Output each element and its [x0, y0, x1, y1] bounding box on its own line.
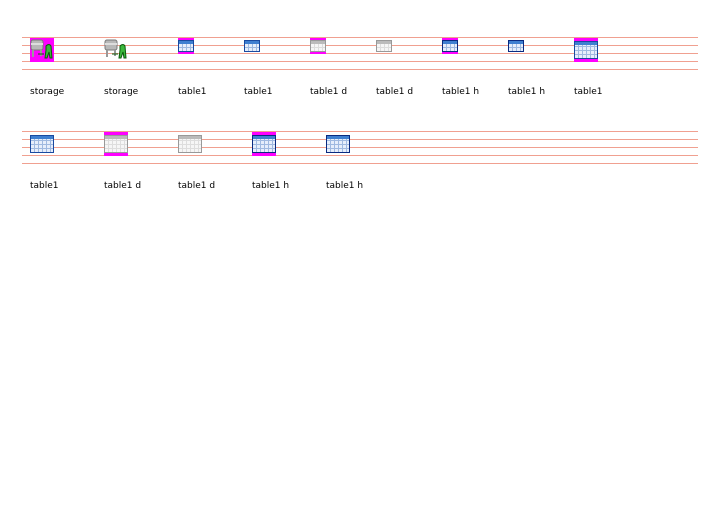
guide-line	[22, 45, 698, 46]
icon-label: table1 d	[178, 181, 216, 191]
icon-label: table1 d	[310, 87, 348, 97]
icon-label: table1 d	[376, 87, 414, 97]
table-icon	[244, 38, 260, 54]
icon-label: table1	[244, 87, 273, 97]
guide-line	[22, 131, 698, 132]
table-large-hot-icon	[252, 132, 276, 156]
icon-label: table1 h	[508, 87, 546, 97]
guide-line	[22, 53, 698, 54]
icon-label: table1 d	[104, 181, 142, 191]
icon-label: table1	[30, 181, 59, 191]
table-disabled-icon	[310, 38, 326, 54]
icon-label: storage	[104, 87, 139, 97]
icon-label: table1	[178, 87, 207, 97]
guide-line	[22, 163, 698, 164]
storage-icon	[30, 38, 54, 62]
guide-line	[22, 69, 698, 70]
icon-label: table1 h	[252, 181, 290, 191]
guide-line	[22, 147, 698, 148]
icon-label: storage	[30, 87, 65, 97]
guide-line	[22, 155, 698, 156]
table-large-disabled-icon	[178, 132, 202, 156]
table-hot-icon	[442, 38, 458, 54]
table-large-icon	[574, 38, 598, 62]
icon-label: table1 h	[442, 87, 480, 97]
table-hot-icon	[508, 38, 524, 54]
table-disabled-icon	[376, 38, 392, 54]
guide-line	[22, 61, 698, 62]
guide-line	[22, 139, 698, 140]
icon-label: table1 h	[326, 181, 364, 191]
guide-line	[22, 37, 698, 38]
table-large-disabled-icon	[104, 132, 128, 156]
table-icon	[178, 38, 194, 54]
table-large-icon	[30, 132, 54, 156]
icon-label: table1	[574, 87, 603, 97]
storage-icon	[104, 38, 128, 62]
table-large-hot-icon	[326, 132, 350, 156]
